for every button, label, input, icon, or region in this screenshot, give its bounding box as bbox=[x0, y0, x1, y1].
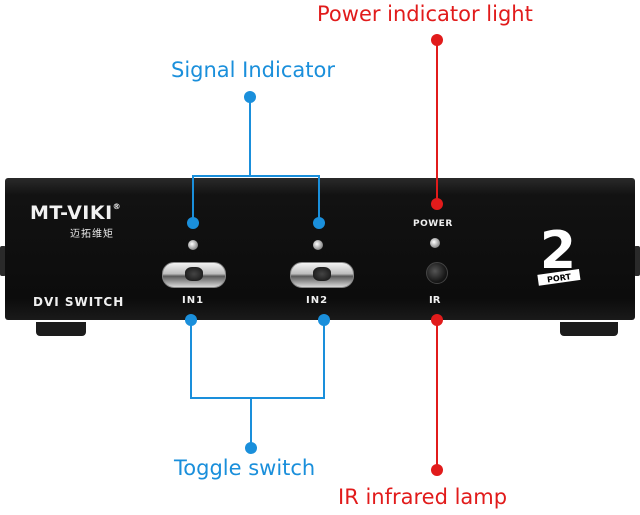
side-screw-left bbox=[0, 246, 6, 276]
ir-lamp bbox=[426, 262, 448, 284]
brand-chinese-name: 迈拓维矩 bbox=[70, 229, 114, 240]
ir-leader-dot bbox=[431, 464, 443, 476]
in1-label: IN1 bbox=[182, 295, 205, 306]
model-label: DVI SWITCH bbox=[33, 295, 125, 309]
two-port-badge: 2 PORT bbox=[537, 224, 581, 286]
brand-logo: MT-VIKI® bbox=[30, 202, 121, 224]
device-foot-right bbox=[560, 322, 618, 336]
power-label: POWER bbox=[413, 219, 453, 229]
registered-mark: ® bbox=[112, 202, 122, 211]
toggle-switch-in2[interactable] bbox=[290, 262, 354, 288]
signal-leader-dot bbox=[244, 91, 256, 103]
toggle-switch-in1[interactable] bbox=[162, 262, 226, 288]
toggle-bracket bbox=[190, 320, 325, 399]
in2-label: IN2 bbox=[306, 295, 329, 306]
power-leader-dot bbox=[431, 34, 443, 46]
toggle-leader-dot bbox=[245, 442, 257, 454]
ir-label: IR bbox=[429, 295, 441, 306]
ir-lamp-callout: IR infrared lamp bbox=[338, 485, 508, 509]
power-indicator-callout: Power indicator light bbox=[317, 2, 533, 26]
port-text: PORT bbox=[547, 272, 572, 284]
signal-led-in2 bbox=[313, 240, 323, 250]
device-foot-left bbox=[36, 322, 86, 336]
brand-name: MT-VIKI bbox=[30, 202, 113, 224]
toggle-switch-callout: Toggle switch bbox=[174, 456, 316, 480]
power-led bbox=[430, 238, 440, 248]
side-screw-right bbox=[634, 246, 640, 276]
signal-led-in1 bbox=[188, 240, 198, 250]
signal-indicator-callout: Signal Indicator bbox=[171, 58, 335, 82]
